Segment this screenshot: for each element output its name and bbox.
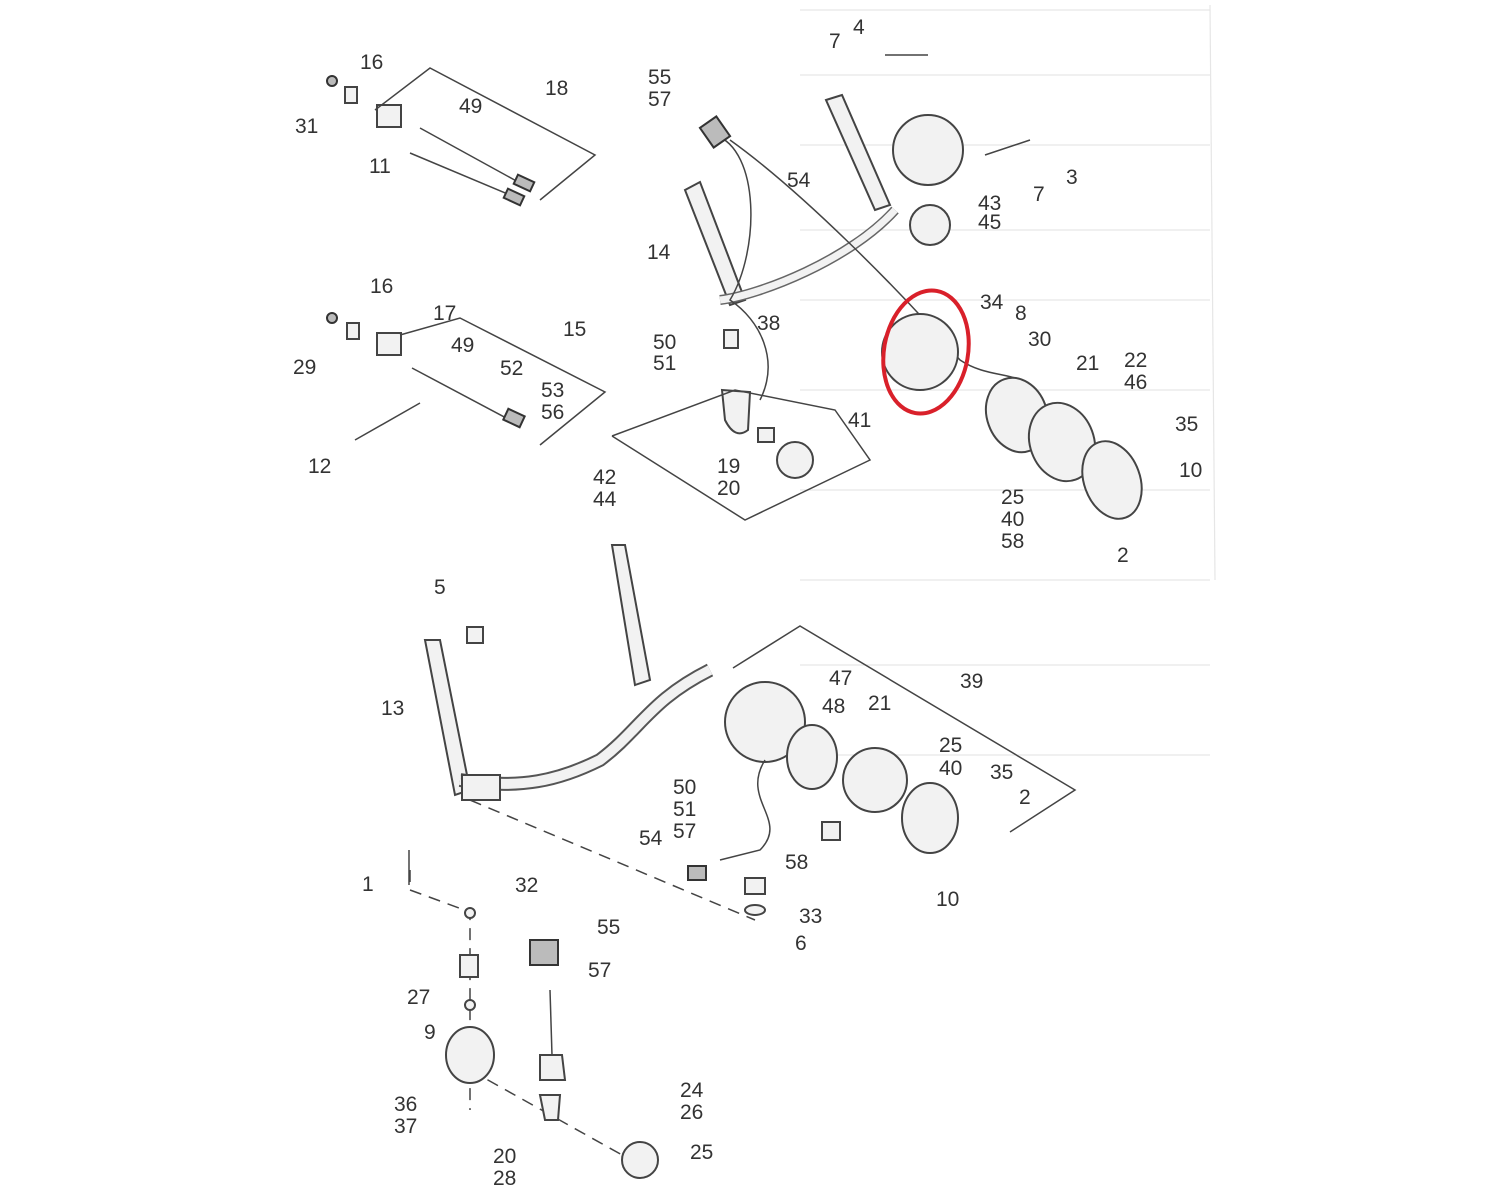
callout-number: 38 <box>757 312 780 335</box>
callout-number: 49 <box>451 334 474 357</box>
callout-number: 20 <box>717 477 740 500</box>
callout-number: 57 <box>588 959 611 982</box>
callout-number: 30 <box>1028 328 1051 351</box>
callout-number: 45 <box>978 211 1001 234</box>
callout-number: 16 <box>360 51 383 74</box>
callout-number: 53 <box>541 379 564 402</box>
callout-number: 40 <box>939 757 962 780</box>
callout-number: 31 <box>295 115 318 138</box>
callout-number: 4 <box>853 16 865 39</box>
callout-number: 2 <box>1117 544 1129 567</box>
callout-number: 54 <box>787 169 811 192</box>
callout-number: 55 <box>597 916 620 939</box>
callout-number: 8 <box>1015 302 1027 325</box>
callout-number: 15 <box>563 318 586 341</box>
callout-number: 44 <box>593 488 617 511</box>
callout-number: 47 <box>829 667 852 690</box>
switch-assembly-lower <box>326 312 607 446</box>
callout-number: 50 <box>653 331 676 354</box>
callout-number: 18 <box>545 77 568 100</box>
callout-number: 49 <box>459 95 482 118</box>
callout-number: 10 <box>1179 459 1202 482</box>
upper-light-bar-assembly <box>611 54 1143 521</box>
callout-number: 48 <box>822 695 845 718</box>
callout-number: 27 <box>407 986 430 1009</box>
callout-number: 22 <box>1124 349 1147 372</box>
callout-number: 1 <box>362 873 374 896</box>
callout-number: 54 <box>639 827 663 850</box>
callout-number: 56 <box>541 401 564 424</box>
callout-number: 51 <box>653 352 676 375</box>
callout-number: 14 <box>647 241 671 264</box>
callout-number: 37 <box>394 1115 417 1138</box>
callout-number: 25 <box>939 734 962 757</box>
callout-number: 46 <box>1124 371 1147 394</box>
callout-number: 42 <box>593 466 616 489</box>
callout-number: 35 <box>990 761 1013 784</box>
callout-number: 41 <box>848 409 871 432</box>
callout-number: 11 <box>369 155 391 178</box>
callout-number: 55 <box>648 66 671 89</box>
callout-number: 25 <box>690 1141 713 1164</box>
callout-number: 17 <box>433 302 456 325</box>
callout-number: 24 <box>680 1079 704 1102</box>
callout-number: 10 <box>936 888 959 911</box>
callout-number: 35 <box>1175 413 1198 436</box>
callout-number: 13 <box>381 697 404 720</box>
callout-labels: 1631184911161715294952535612475557375443… <box>293 16 1202 1190</box>
callout-number: 58 <box>1001 530 1024 553</box>
callout-number: 19 <box>717 455 740 478</box>
callout-number: 12 <box>308 455 331 478</box>
callout-number: 39 <box>960 670 983 693</box>
callout-number: 40 <box>1001 508 1024 531</box>
callout-number: 25 <box>1001 486 1024 509</box>
callout-number: 28 <box>493 1167 516 1190</box>
callout-number: 3 <box>1066 166 1078 189</box>
lower-mount-assembly <box>408 544 1077 1179</box>
callout-number: 36 <box>394 1093 417 1116</box>
callout-number: 2 <box>1019 786 1031 809</box>
callout-number: 26 <box>680 1101 703 1124</box>
callout-number: 43 <box>978 192 1001 215</box>
callout-number: 58 <box>785 851 808 874</box>
callout-number: 57 <box>673 820 696 843</box>
callout-number: 5 <box>434 576 446 599</box>
callout-number: 34 <box>980 291 1004 314</box>
callout-number: 21 <box>1076 352 1099 375</box>
callout-number: 20 <box>493 1145 516 1168</box>
callout-number: 51 <box>673 798 696 821</box>
callout-number: 7 <box>1033 183 1045 206</box>
callout-number: 21 <box>868 692 891 715</box>
callout-number: 52 <box>500 357 523 380</box>
callout-number: 7 <box>829 30 841 53</box>
callout-number: 50 <box>673 776 696 799</box>
callout-number: 9 <box>424 1021 436 1044</box>
highlight-circle <box>881 288 971 416</box>
callout-number: 33 <box>799 905 822 928</box>
callout-number: 6 <box>795 932 807 955</box>
callout-number: 16 <box>370 275 393 298</box>
callout-number: 29 <box>293 356 316 379</box>
switch-assembly-upper <box>326 67 597 207</box>
callout-number: 57 <box>648 88 671 111</box>
callout-number: 32 <box>515 874 538 897</box>
